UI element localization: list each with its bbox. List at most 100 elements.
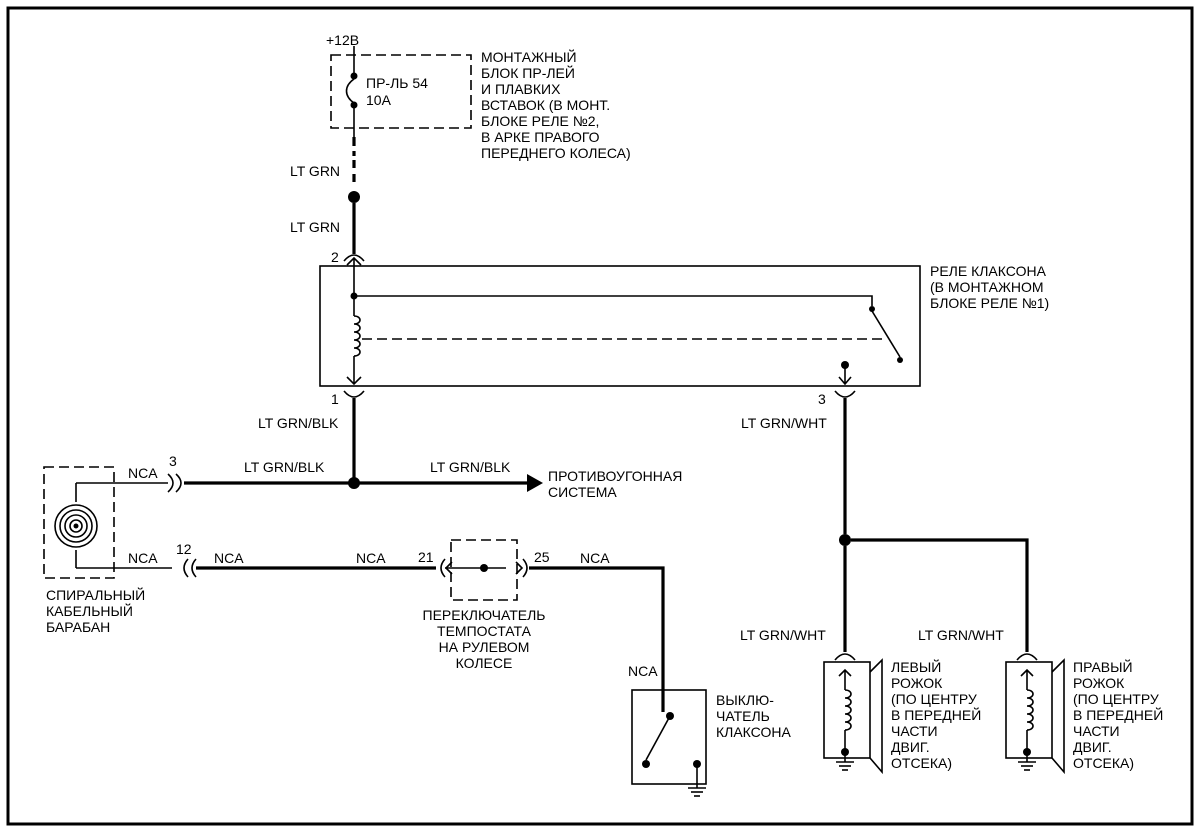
svg-text:ДВИГ.: ДВИГ. [891,739,930,755]
relay-caption: РЕЛЕ КЛАКСОНА (В МОНТАЖНОМ БЛОКЕ РЕЛЕ №1… [930,263,1049,311]
antitheft-arrow-icon [527,474,543,492]
svg-text:МОНТАЖНЫЙ: МОНТАЖНЫЙ [481,48,577,65]
svg-text:ДВИГ.: ДВИГ. [1073,739,1112,755]
relay-pin-arrow-top [346,256,362,296]
cruise-switch-outline [450,539,518,601]
svg-text:ПЕРЕКЛЮЧАТЕЛЬ: ПЕРЕКЛЮЧАТЕЛЬ [423,607,546,623]
fuse-terminal-top [350,72,358,80]
svg-text:РОЖОК: РОЖОК [891,675,943,691]
svg-text:В ПЕРЕДНЕЙ: В ПЕРЕДНЕЙ [891,706,981,723]
right-horn-ground-icon [1018,761,1036,771]
left-horn-coil-icon [844,689,852,731]
right-horn-coil-icon [1026,689,1034,731]
connector-drum-12-icon [183,558,197,578]
right-horn-caption: ПРАВЫЙ РОЖОК (ПО ЦЕНТРУ В ПЕРЕДНЕЙ ЧАСТИ… [1073,658,1163,771]
svg-text:КОЛЕСЕ: КОЛЕСЕ [456,655,513,671]
svg-text:ЧАТЕЛЬ: ЧАТЕЛЬ [716,708,770,724]
relay-contact-bottom [897,357,903,363]
svg-text:ВЫКЛЮ-: ВЫКЛЮ- [716,692,774,708]
fuse-label: ПР-ЛЬ 54 [366,75,428,91]
svg-text:КАБЕЛЬНЫЙ: КАБЕЛЬНЫЙ [46,602,133,619]
svg-text:БЛОКЕ РЕЛЕ №1): БЛОКЕ РЕЛЕ №1) [930,295,1049,311]
wire-label-lt-grn-blk-antitheft: LT GRN/BLK [430,459,511,475]
horn-switch-box [631,689,707,785]
supply-voltage-label: +12В [326,32,359,48]
wire-label-lt-grn-blk-relay: LT GRN/BLK [258,415,339,431]
wire-label-nca-after-25: NCA [580,550,610,566]
right-horn-bell-icon [1051,658,1065,775]
clock-spring-outline [43,466,115,579]
left-horn-caption: ЛЕВЫЙ РОЖОК (ПО ЦЕНТРУ В ПЕРЕДНЕЙ ЧАСТИ … [891,658,981,771]
spiral-drum-icon [54,504,98,548]
left-horn-ground-node [841,748,849,756]
right-horn [1005,653,1065,775]
svg-text:ПЕРЕДНЕГО КОЛЕСА): ПЕРЕДНЕГО КОЛЕСА) [481,145,631,161]
connector-right-horn-icon [1016,653,1038,661]
relay-contact-feed [354,295,873,306]
splice-top [348,191,360,203]
svg-text:В АРКЕ ПРАВОГО: В АРКЕ ПРАВОГО [481,129,600,145]
svg-text:КЛАКСОНА: КЛАКСОНА [716,724,791,740]
svg-text:РЕЛЕ КЛАКСОНА: РЕЛЕ КЛАКСОНА [930,263,1047,279]
wire-label-left-horn: LT GRN/WHT [740,627,826,643]
relay-switch-arm-icon [871,310,901,358]
wire-label-right-horn: LT GRN/WHT [918,627,1004,643]
clock-spring-pin-3: 3 [169,453,177,469]
horn-switch-lever-icon [645,715,671,761]
svg-text:БЛОКЕ РЕЛЕ №2,: БЛОКЕ РЕЛЕ №2, [481,113,599,129]
connector-c1-icon [343,390,365,398]
right-horn-box [1005,661,1053,759]
right-horn-ground-node [1023,748,1031,756]
wire-label-nca-drum-bottom: NCA [128,550,158,566]
svg-text:СПИРАЛЬНЫЙ: СПИРАЛЬНЫЙ [46,586,145,603]
left-horn-pin-arrow [838,668,852,690]
fuse-element-icon [345,78,355,104]
outer-frame [6,6,1194,826]
wire-nca-to-horn-switch [529,566,665,712]
svg-text:БЛОК ПР-ЛЕЙ: БЛОК ПР-ЛЕЙ [481,64,575,81]
svg-text:И ПЛАВКИХ: И ПЛАВКИХ [481,81,561,97]
right-horn-pin-arrow [1020,668,1034,690]
splice-horns [839,534,851,546]
connector-c3-icon [834,390,856,398]
connector-left-horn-icon [834,653,856,661]
cruise-switch-caption: ПЕРЕКЛЮЧАТЕЛЬ ТЕМПОСТАТА НА РУЛЕВОМ КОЛЕ… [423,607,546,671]
horn-switch-contact-bottom [642,760,650,768]
relay-contact-top [869,306,875,312]
svg-text:ЧАСТИ: ЧАСТИ [1073,723,1120,739]
svg-text:ЧАСТИ: ЧАСТИ [891,723,938,739]
fuse-terminal-bottom [350,101,358,109]
connector-cruise-21-icon [440,558,446,578]
wire-label-lt-grn-wht-relay: LT GRN/WHT [741,415,827,431]
wire-label-nca-vertical: NCA [628,663,658,679]
svg-text:ТЕМПОСТАТА: ТЕМПОСТАТА [437,623,532,639]
svg-text:(ПО ЦЕНТРУ: (ПО ЦЕНТРУ [1073,691,1159,707]
clock-spring-pin-12: 12 [176,541,192,557]
svg-text:НА РУЛЕВОМ: НА РУЛЕВОМ [439,639,530,655]
svg-text:ПРАВЫЙ: ПРАВЫЙ [1073,658,1133,675]
cruise-switch-pin-21: 21 [418,549,434,565]
connector-drum-3-icon [167,473,182,493]
svg-text:(ПО ЦЕНТРУ: (ПО ЦЕНТРУ [891,691,977,707]
svg-text:БАРАБАН: БАРАБАН [46,619,110,635]
relay-pin-1: 1 [331,391,339,407]
horn-relay-box [319,265,921,387]
relay-pin-2: 2 [331,249,339,265]
left-horn-ground-icon [836,761,854,771]
wire-label-nca-before-21: NCA [356,550,386,566]
antitheft-caption-line1: ПРОТИВОУГОННАЯ [548,468,682,484]
wire-label-lt-grn-lower: LT GRN [290,219,340,235]
svg-text:В ПЕРЕДНЕЙ: В ПЕРЕДНЕЙ [1073,706,1163,723]
relay-pin-arrow-bottom [346,376,362,386]
clock-spring-caption: СПИРАЛЬНЫЙ КАБЕЛЬНЫЙ БАРАБАН [46,586,145,635]
fuse-block-caption: МОНТАЖНЫЙ БЛОК ПР-ЛЕЙ И ПЛАВКИХ ВСТАВОК … [481,48,631,161]
left-horn-box [823,661,871,759]
horn-switch-caption: ВЫКЛЮ- ЧАТЕЛЬ КЛАКСОНА [716,692,791,740]
antitheft-caption-line2: СИСТЕМА [548,484,617,500]
wire-to-right-horn [851,538,1029,652]
cruise-switch-pin-25: 25 [534,549,550,565]
svg-text:(В МОНТАЖНОМ: (В МОНТАЖНОМ [930,279,1044,295]
relay-coil-icon [353,315,361,357]
